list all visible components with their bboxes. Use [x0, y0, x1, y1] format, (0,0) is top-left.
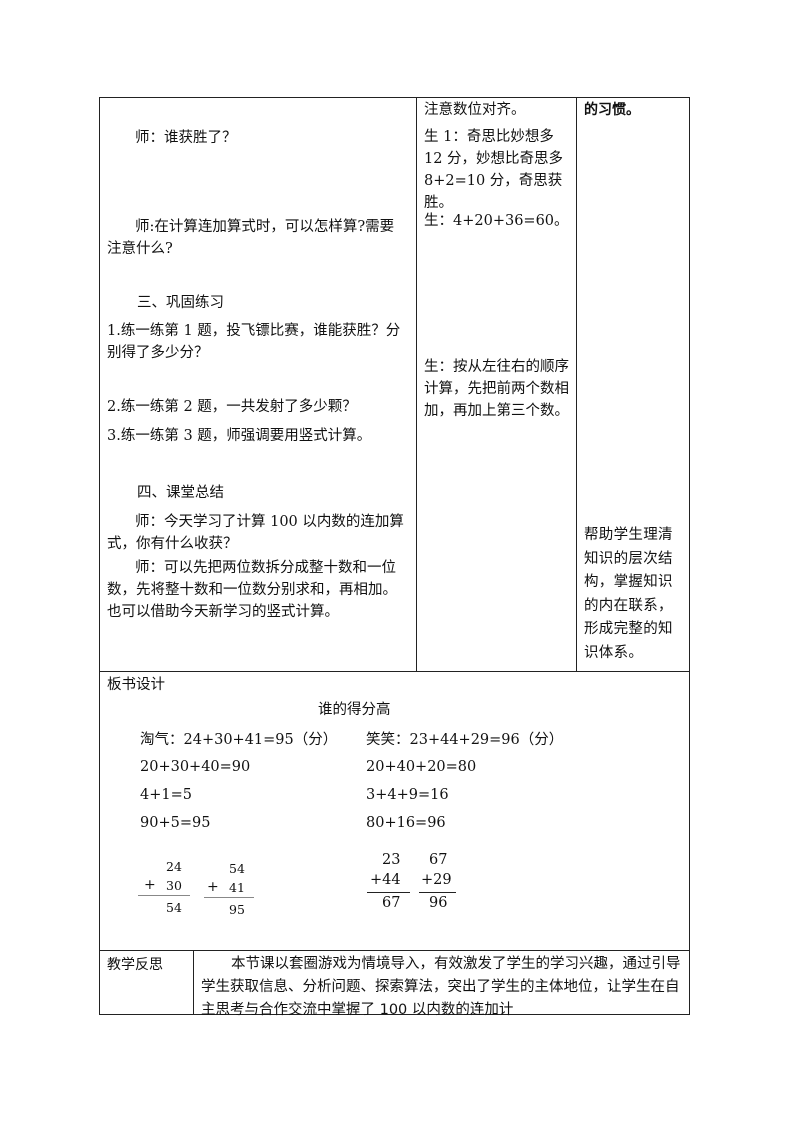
vert-a-plus: + [144, 877, 156, 893]
intent-purpose: 帮助学生理清知识的层次结构，掌握知识的内在联系，形成完整的知识体系。 [584, 527, 673, 661]
vert-b-top: 54 [229, 861, 245, 876]
student-answer-1: 生 1：奇思比妙想多 12 分，妙想比奇思多 8+2=10 分，奇思获胜。 [424, 129, 564, 211]
vert-d-top: 67 [429, 852, 448, 868]
teacher-how-calc: 师:在计算连加算式时，可以怎样算?需要注意什么? [107, 219, 395, 257]
table-border-bottom [99, 1014, 690, 1015]
vert-c-result: 67 [382, 895, 401, 911]
vert-b-plus: + [207, 879, 219, 895]
vert-b-rule [204, 897, 254, 898]
exercise-1: 1.练一练第 1 题，投飞镖比赛，谁能获胜？分别得了多少分？ [107, 323, 401, 361]
board-left-line-3: 90+5=95 [140, 815, 211, 831]
teacher-who-wins: 师：谁获胜了？ [135, 130, 237, 146]
student-answer-2: 生：4+20+36=60。 [424, 213, 569, 229]
vert-d-mid: +29 [421, 872, 452, 888]
vert-d-result: 96 [429, 895, 448, 911]
intent-habit: 的习惯。 [584, 102, 640, 118]
vert-c-mid: +44 [370, 872, 401, 888]
table-border-right [689, 97, 690, 1015]
vert-c-top: 23 [382, 852, 401, 868]
reflection-col-divider [193, 950, 194, 1015]
board-left-equation: 淘气：24+30+41=95（分） [140, 732, 338, 748]
vert-a-result: 54 [166, 900, 182, 915]
board-left-line-2: 4+1=5 [140, 787, 192, 803]
board-label: 板书设计 [107, 677, 165, 693]
reflection-label: 教学反思 [107, 957, 163, 973]
board-right-line-3: 80+16=96 [366, 815, 446, 831]
row-divider-board [99, 671, 690, 672]
table-border-top [99, 97, 690, 98]
table-border-left [99, 97, 100, 1015]
col-divider-2 [576, 97, 577, 671]
board-right-equation: 笑笑：23+44+29=96（分） [366, 732, 564, 748]
vert-b-result: 95 [229, 902, 245, 917]
board-right-line-1: 20+40+20=80 [366, 759, 477, 775]
section3-title: 三、巩固练习 [137, 295, 224, 311]
vert-c-rule [367, 892, 410, 893]
summary-question: 师：今天学习了计算 100 以内数的连加算式，你有什么收获？ [107, 514, 404, 552]
exercise-3: 3.练一练第 3 题，师强调要用竖式计算。 [107, 428, 372, 444]
row-divider-reflection [99, 950, 690, 951]
reflection-text: 本节课以套圈游戏为情境导入，有效激发了学生的学习兴趣，通过引导学生获取信息、分析… [201, 956, 681, 1018]
student-answer-3: 生：按从左往右的顺序计算，先把前两个数相加，再加上第三个数。 [424, 359, 569, 419]
vert-b-mid: 41 [229, 880, 245, 895]
student-note-align: 注意数位对齐。 [424, 102, 526, 118]
board-left-line-1: 20+30+40=90 [140, 759, 251, 775]
summary-answer: 师：可以先把两位数拆分成整十数和一位数，先将整十数和一位数分别求和，再相加。也可… [107, 560, 397, 620]
vert-a-top: 24 [166, 859, 182, 874]
board-right-line-2: 3+4+9=16 [366, 787, 449, 803]
board-title: 谁的得分高 [318, 702, 391, 718]
vert-a-mid: 30 [166, 878, 182, 893]
vert-a-rule [138, 895, 190, 896]
vert-d-rule [419, 892, 456, 893]
exercise-2: 2.练一练第 2 题，一共发射了多少颗？ [107, 399, 357, 415]
section4-title: 四、课堂总结 [137, 485, 224, 501]
col-divider-1 [416, 97, 417, 671]
